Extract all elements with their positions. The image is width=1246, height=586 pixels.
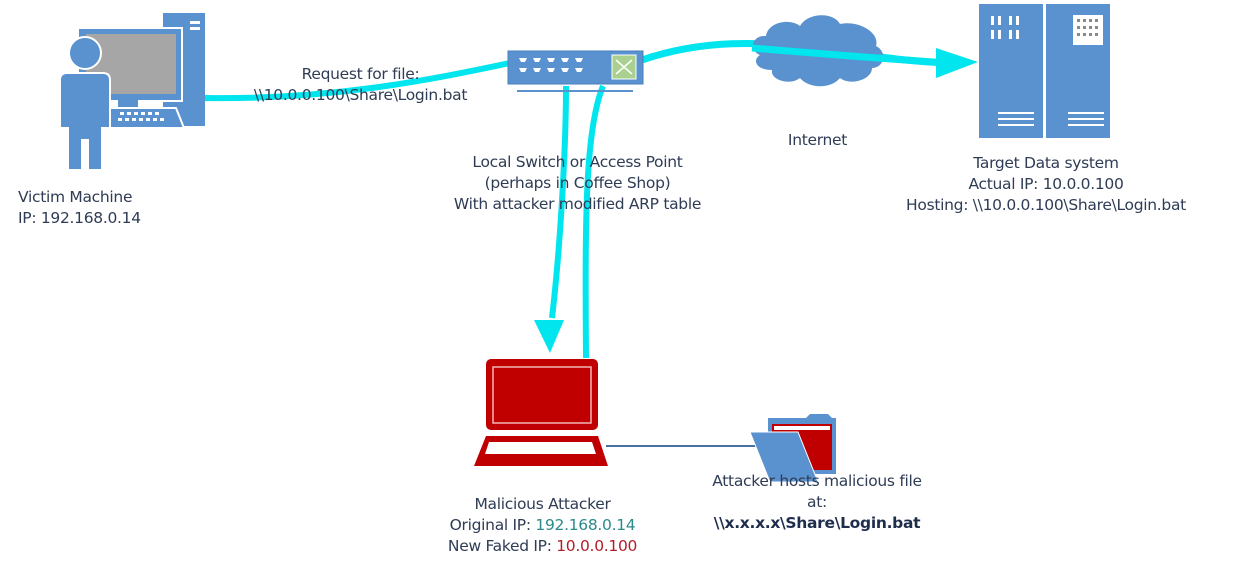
fake-ip-value: 10.0.0.100 (556, 537, 638, 555)
user-computer-icon (59, 13, 205, 171)
share-line2: at: (807, 493, 827, 511)
return-connection (582, 84, 606, 359)
request-connection (204, 60, 511, 102)
request-label: Request for file: \\10.0.0.100\Share\Log… (218, 64, 503, 106)
share-path: \\x.x.x.x\Share\Login.bat (713, 514, 921, 532)
target-title: Target Data system (973, 154, 1119, 172)
share-label: Attacker hosts malicious file at: \\x.x.… (672, 471, 962, 534)
request-line1: Request for file: (301, 65, 420, 83)
switch-line2: (perhaps in Coffee Shop) (484, 174, 671, 192)
switch-line1: Local Switch or Access Point (472, 153, 683, 171)
arrow-head-icon (936, 48, 978, 78)
fake-ip-label: New Faked IP: (447, 537, 557, 555)
original-ip-label: Original IP: (449, 516, 536, 534)
switch-line3: With attacker modified ARP table (453, 195, 702, 213)
folder-icon (749, 414, 836, 483)
request-path: \\10.0.0.100\Share\Login.bat (253, 86, 468, 104)
attacker-original-ip-row: Original IP: 192.168.0.14 (410, 515, 675, 536)
internet-label: Internet (787, 131, 848, 149)
network-switch-icon (507, 50, 644, 92)
target-hosting: Hosting: \\10.0.0.100\Share\Login.bat (906, 196, 1186, 214)
switch-label: Local Switch or Access Point (perhaps in… (405, 152, 750, 215)
redirect-arrow-head-icon (534, 320, 564, 353)
victim-title: Victim Machine (18, 188, 133, 206)
attacker-label: Malicious Attacker Original IP: 192.168.… (410, 494, 675, 557)
target-ip: Actual IP: 10.0.0.100 (968, 175, 1124, 193)
attacker-title: Malicious Attacker (474, 495, 611, 513)
server-icon (979, 4, 1110, 138)
share-line1: Attacker hosts malicious file (712, 472, 922, 490)
original-ip-value: 192.168.0.14 (535, 516, 636, 534)
redirect-arrow (549, 85, 569, 319)
victim-label: Victim Machine IP: 192.168.0.14 (18, 187, 141, 229)
laptop-icon (474, 359, 608, 466)
victim-ip: IP: 192.168.0.14 (18, 209, 141, 227)
attacker-fake-ip-row: New Faked IP: 10.0.0.100 (410, 536, 675, 557)
target-label: Target Data system Actual IP: 10.0.0.100… (860, 153, 1232, 216)
